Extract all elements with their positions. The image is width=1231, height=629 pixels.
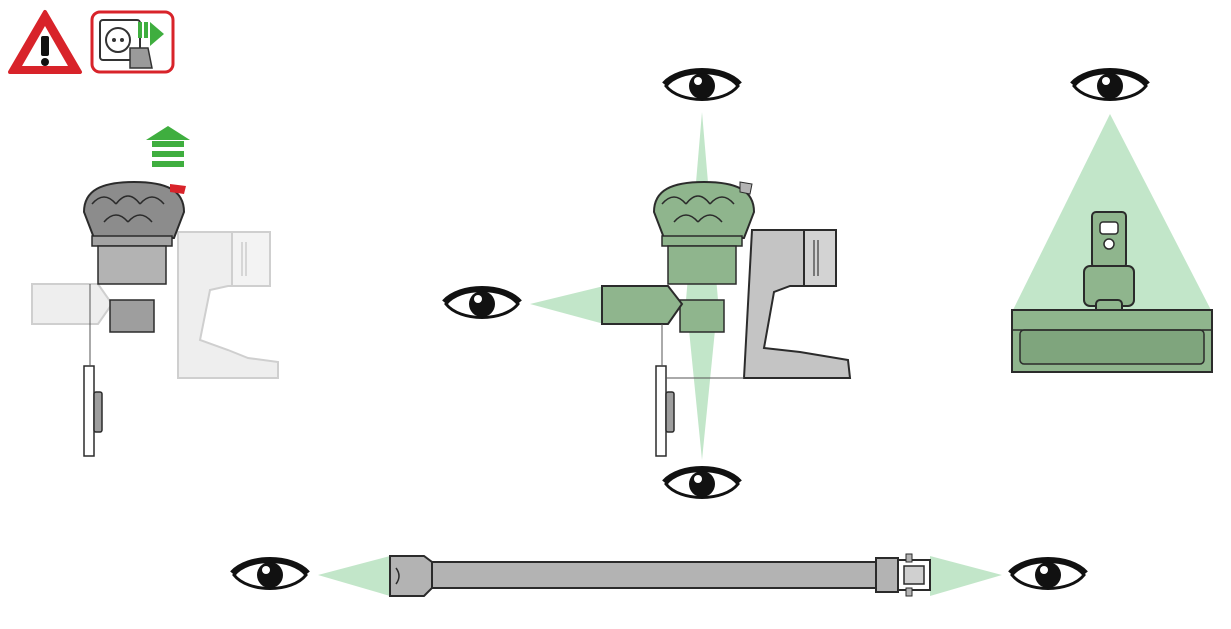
- eye-icon: [664, 469, 740, 498]
- eye-icon: [232, 560, 308, 589]
- warning-triangle-icon: [8, 10, 82, 74]
- eye-icon: [1072, 71, 1148, 100]
- bin-base-flap: [83, 284, 103, 457]
- unplug-from-mains-icon: [90, 10, 175, 74]
- cyclone-assembly: [82, 180, 186, 333]
- machine-body: [742, 229, 852, 379]
- bin-release-arrow: [146, 126, 190, 167]
- eye-icon: [1010, 560, 1086, 589]
- bin-base-flap: [655, 324, 744, 457]
- floor-tool-highlighted: [1011, 211, 1213, 373]
- eye-icon: [664, 71, 740, 100]
- wand-tube: [389, 553, 931, 597]
- bin-inlet-highlighted: [601, 285, 684, 325]
- machine-body-faded: [31, 231, 279, 379]
- sightline-vertical: [686, 112, 718, 460]
- sightline-horizontal: [530, 286, 604, 324]
- sightline-wand-right: [930, 556, 1002, 596]
- eye-icon: [444, 289, 520, 318]
- sightline-wand-left: [318, 556, 390, 596]
- cyclone-assembly-highlighted: [652, 180, 756, 333]
